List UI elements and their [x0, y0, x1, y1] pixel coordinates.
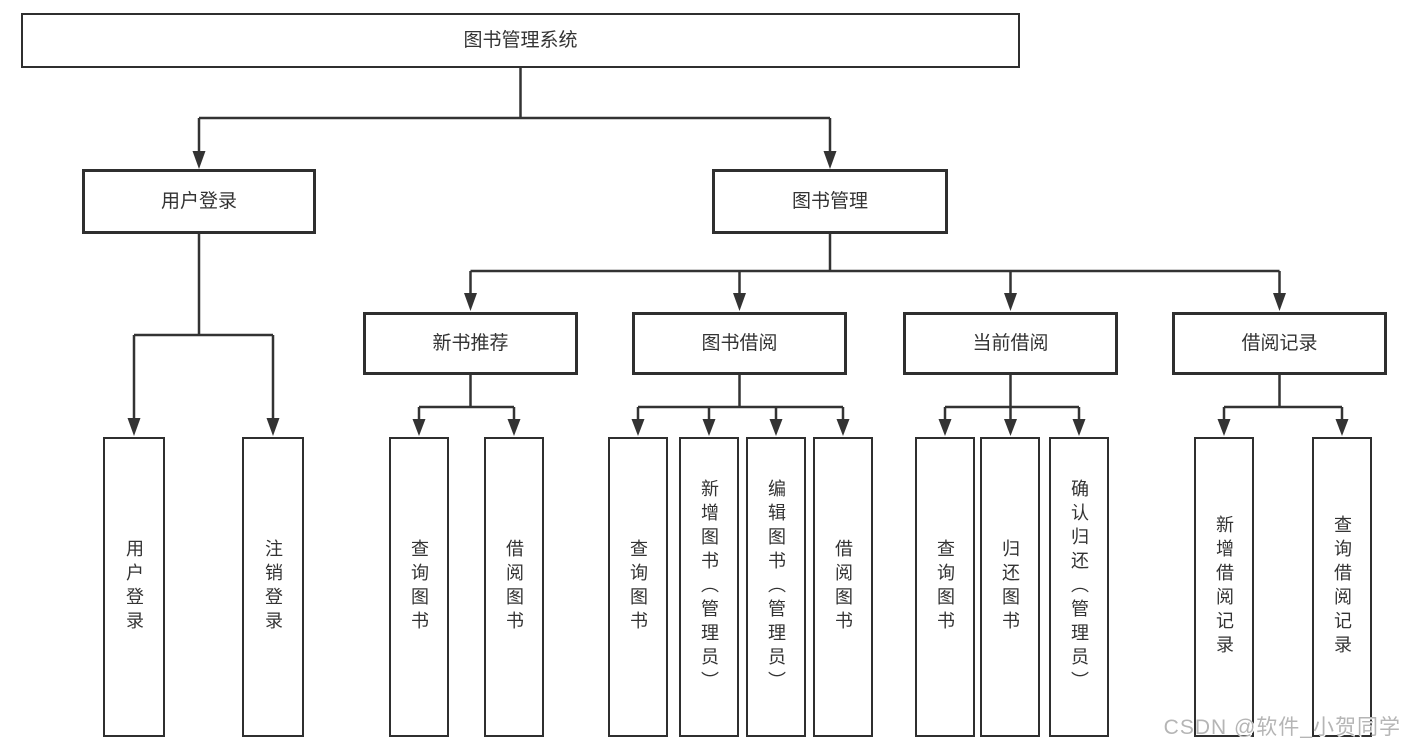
connectors-level1	[192, 68, 837, 169]
node-new-book-rec: 新书推荐	[363, 312, 578, 375]
leaf-query-book-borrow: 查询图书	[608, 437, 668, 737]
leaf-edit-book-admin: 编辑图书（管理员）	[746, 437, 806, 737]
node-user-login: 用户登录	[82, 169, 316, 234]
leaf-borrow-book-rec: 借阅图书	[484, 437, 544, 737]
leaf-confirm-return-admin: 确认归还（管理员）	[1049, 437, 1109, 737]
connectors-book-mgmt	[464, 234, 1286, 311]
connectors-book-borrow	[631, 375, 850, 436]
leaf-add-record: 新增借阅记录	[1194, 437, 1254, 737]
connectors-borrow-record	[1217, 375, 1349, 436]
leaf-add-book-admin: 新增图书（管理员）	[679, 437, 739, 737]
leaf-borrow-book-borrow: 借阅图书	[813, 437, 873, 737]
node-book-mgmt: 图书管理	[712, 169, 948, 234]
leaf-logout: 注销登录	[242, 437, 304, 737]
node-book-borrow: 图书借阅	[632, 312, 847, 375]
leaf-user-login: 用户登录	[103, 437, 165, 737]
connectors-current-borrow	[938, 375, 1086, 436]
leaf-query-record: 查询借阅记录	[1312, 437, 1372, 737]
connectors-new-book-rec	[412, 375, 521, 436]
connectors-user-login	[127, 234, 280, 436]
leaf-return-book: 归还图书	[980, 437, 1040, 737]
leaf-query-book-rec: 查询图书	[389, 437, 449, 737]
node-current-borrow: 当前借阅	[903, 312, 1118, 375]
leaf-query-book-current: 查询图书	[915, 437, 975, 737]
node-root: 图书管理系统	[21, 13, 1020, 68]
node-borrow-record: 借阅记录	[1172, 312, 1387, 375]
